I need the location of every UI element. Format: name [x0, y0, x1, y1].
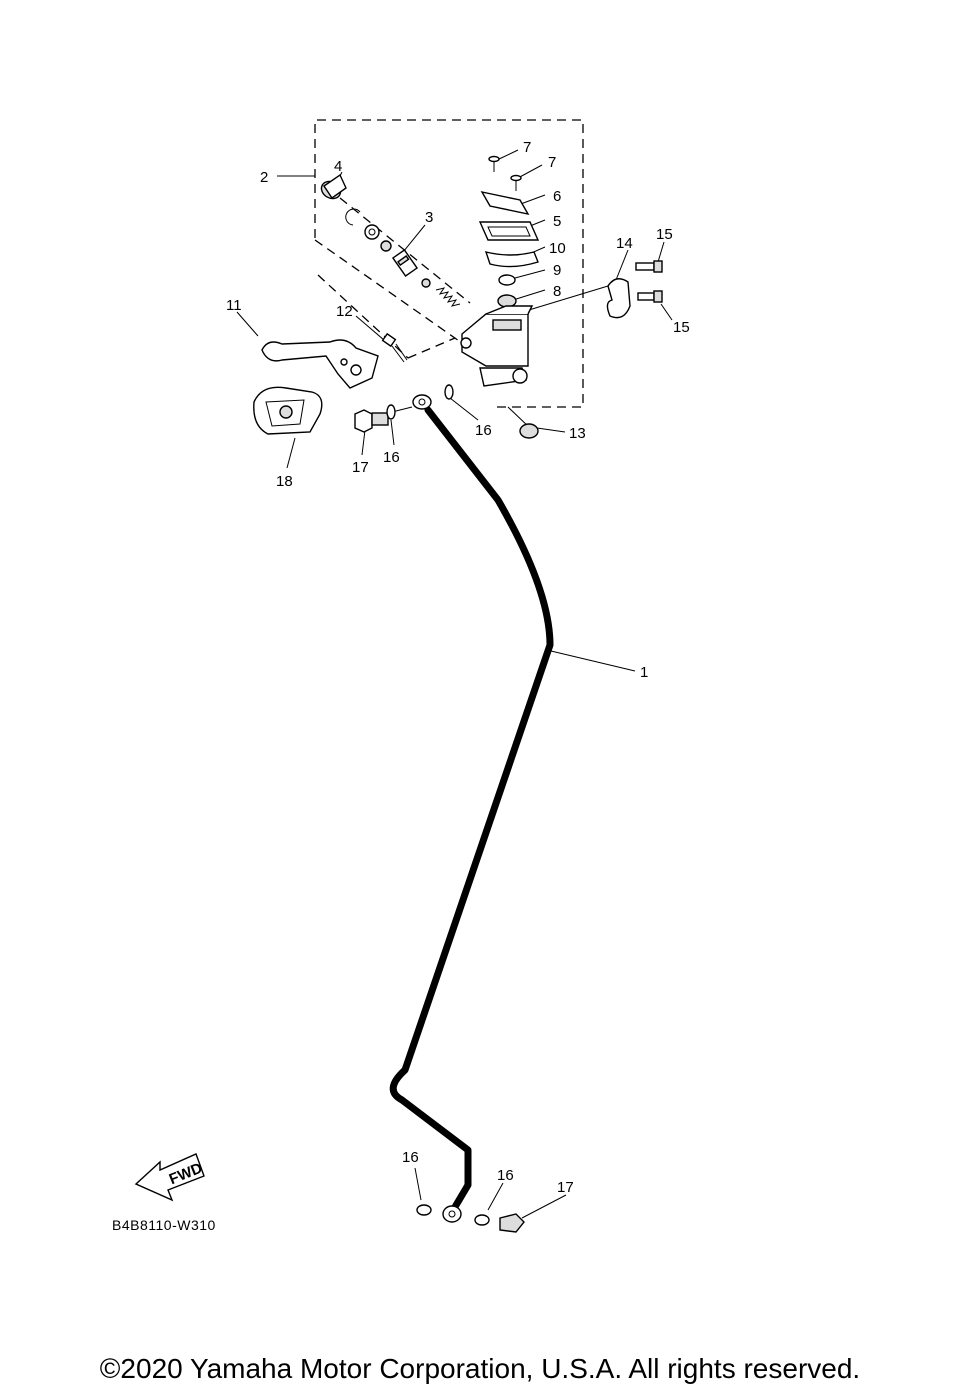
callout-5: 5 [553, 213, 561, 230]
callout-numbers: 1 2 3 4 5 6 7 7 8 9 10 11 12 13 14 15 15… [226, 139, 690, 1196]
callout-17b: 17 [557, 1179, 574, 1196]
callout-3: 3 [425, 209, 433, 226]
callout-17a: 17 [352, 459, 369, 476]
part-5-plate [478, 221, 540, 241]
part-4-boot [320, 173, 347, 200]
leader-lines [236, 149, 673, 1219]
part-10-diaphragm [484, 251, 539, 268]
callout-7a: 7 [523, 139, 531, 156]
part-15-bolt [635, 260, 663, 303]
callout-11: 11 [226, 297, 242, 314]
part-11-lever [261, 339, 379, 389]
part-master-cylinder-body [460, 305, 534, 387]
part-12-bolt [381, 332, 408, 363]
callout-13: 13 [569, 425, 586, 442]
part-lower-fittings [416, 1204, 525, 1233]
callout-16d: 16 [497, 1167, 514, 1184]
callout-15b: 15 [673, 319, 690, 336]
copyright-notice: ©2020 Yamaha Motor Corporation, U.S.A. A… [99, 1353, 861, 1384]
part-6-cover [480, 190, 530, 216]
part-7-screw [488, 155, 522, 191]
part-18-holder [253, 386, 323, 435]
callout-9: 9 [553, 262, 561, 279]
callout-12: 12 [336, 303, 353, 320]
callout-14: 14 [616, 235, 633, 252]
callout-16a: 16 [475, 422, 492, 439]
part-cup [421, 278, 431, 288]
callout-7b: 7 [548, 154, 556, 171]
part-seal [380, 240, 392, 252]
callout-15a: 15 [656, 226, 673, 243]
part-spring [435, 287, 461, 307]
brake-hose [389, 406, 554, 1216]
callout-16c: 16 [402, 1149, 419, 1166]
part-13-cap [519, 423, 539, 439]
diagram-code: B4B8110-W310 [112, 1217, 216, 1233]
part-8-disc [497, 294, 517, 308]
callout-6: 6 [553, 188, 561, 205]
part-14-clamp [606, 278, 631, 319]
part-washer [364, 224, 380, 240]
callout-8: 8 [553, 283, 561, 300]
callout-2: 2 [260, 169, 268, 186]
part-3-piston [391, 248, 419, 278]
part-circlip [345, 208, 361, 226]
callout-18: 18 [276, 473, 293, 490]
part-16-gasket [386, 384, 454, 420]
callout-10: 10 [549, 240, 566, 257]
fwd-arrow-icon: FWD [134, 1153, 205, 1202]
callout-1: 1 [640, 664, 648, 681]
part-9-ring [498, 274, 516, 286]
part-banjo-fitting [412, 394, 432, 410]
part-17-banjo-bolt [354, 409, 389, 433]
callout-4: 4 [334, 158, 342, 175]
callout-16b: 16 [383, 449, 400, 466]
